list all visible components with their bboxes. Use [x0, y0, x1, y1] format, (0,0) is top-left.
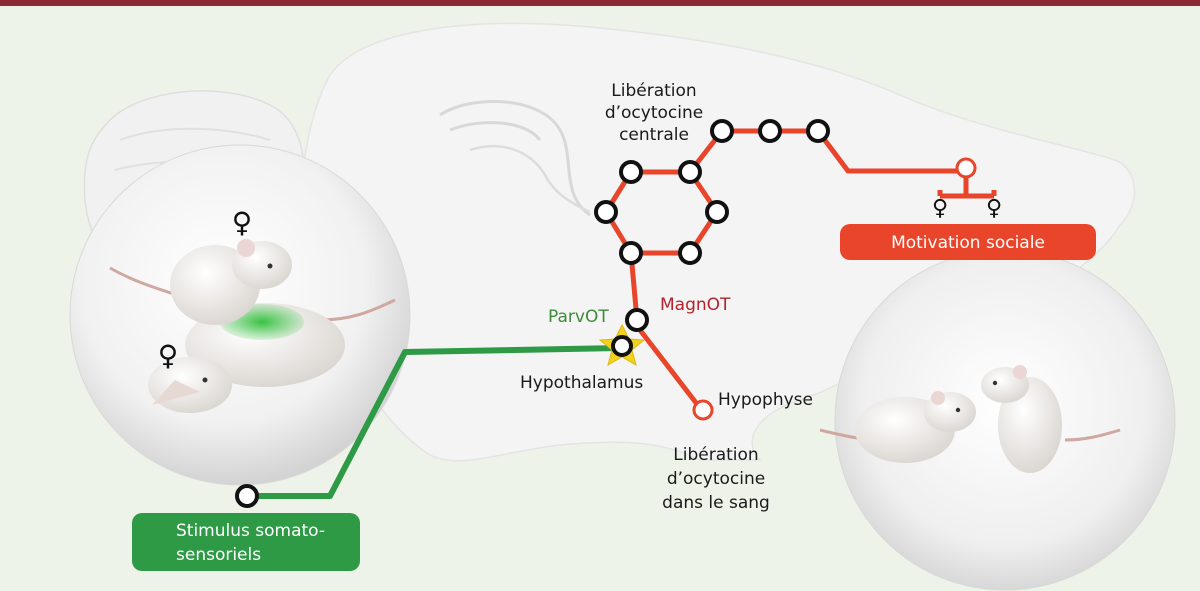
somatosensory-path: [247, 345, 621, 499]
motivation-sociale-label: Motivation sociale: [891, 233, 1045, 253]
central-release-label-line2: d’ocytocine: [605, 103, 703, 123]
central-release-label-line3: centrale: [619, 125, 689, 145]
top-bar: [0, 0, 1200, 6]
blood-release-label-line1: Libération: [673, 445, 758, 465]
female-symbol-bottom: ♀: [158, 339, 179, 372]
hypophyse-label: Hypophyse: [718, 390, 813, 410]
node-hex-bottom-right: [678, 241, 702, 265]
pathway-nodes: [235, 119, 830, 508]
node-hex-top-right: [678, 160, 702, 184]
female-symbol-top: ♀: [232, 206, 253, 239]
magnot-label: MagnOT: [660, 295, 731, 315]
node-hex-top-left: [619, 160, 643, 184]
node-line-2: [758, 119, 782, 143]
rats-facing-illustration: [819, 249, 1176, 591]
node-magnot: [625, 308, 649, 332]
blood-release-label-line3: dans le sang: [662, 493, 770, 513]
rats-mounting-illustration: [69, 144, 411, 486]
stimulus-label-line2: sensoriels: [176, 545, 261, 565]
stimulus-label-line1: Stimulus somato-: [176, 521, 325, 541]
central-release-label-line1: Libération: [611, 81, 696, 101]
motivation-sociale-box: Motivation sociale: [840, 224, 1096, 260]
female-symbol-social-left: ♀: [932, 196, 948, 221]
node-line-1: [710, 119, 734, 143]
node-hex-left: [594, 200, 618, 224]
female-symbol-social-right: ♀: [986, 196, 1002, 221]
stimulus-box: Stimulus somato- sensoriels: [132, 513, 360, 571]
node-parvot: [611, 335, 633, 357]
node-line-3: [806, 119, 830, 143]
node-stimulus: [235, 484, 259, 508]
node-hex-bottom-left: [619, 241, 643, 265]
node-hex-right: [705, 200, 729, 224]
node-hypophyse: [692, 399, 714, 421]
blood-release-label-line2: d’ocytocine: [667, 469, 765, 489]
parvot-label: ParvOT: [548, 307, 609, 327]
node-social-terminal: [955, 157, 977, 179]
hypothalamus-label: Hypothalamus: [520, 373, 643, 393]
